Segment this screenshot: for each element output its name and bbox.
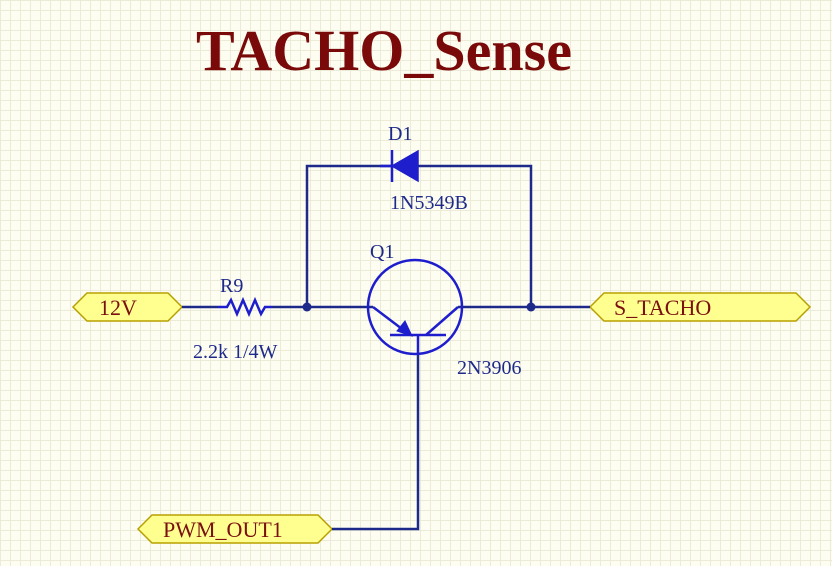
diode-d1-value: 1N5349B — [390, 192, 468, 214]
transistor-q1-ref: Q1 — [370, 241, 394, 263]
resistor-r9-value: 2.2k 1/4W — [193, 341, 278, 363]
resistor-r9-ref: R9 — [220, 275, 243, 297]
resistor-r9[interactable]: R9 2.2k 1/4W — [193, 275, 278, 363]
wires — [182, 164, 590, 531]
wire-to-pwm — [332, 354, 420, 531]
junction-dot-left — [302, 302, 312, 312]
transistor-q1-emitter-arrow — [396, 320, 413, 337]
resistor-r9-symbol — [218, 296, 272, 318]
junction-dot-right — [526, 302, 536, 312]
port-pwm-out1[interactable]: PWM_OUT1 — [136, 514, 334, 544]
port-12v-label: 12V — [99, 295, 137, 320]
diode-d1-anode-triangle — [390, 149, 419, 183]
transistor-q1-body — [366, 258, 464, 356]
port-s-tacho-label: S_TACHO — [614, 295, 711, 320]
diode-d1-ref: D1 — [388, 123, 412, 145]
wire-left-diode-loop — [305, 164, 392, 307]
port-12v[interactable]: 12V — [71, 292, 184, 322]
transistor-q1-collector — [425, 306, 459, 336]
port-s-tacho-shape — [588, 292, 812, 322]
schematic-title: TACHO_Sense — [196, 18, 572, 83]
wire-right-diode-loop — [418, 164, 533, 307]
transistor-q1-value: 2N3906 — [457, 357, 521, 379]
diode-d1[interactable]: D1 1N5349B — [380, 123, 468, 214]
port-s-tacho[interactable]: S_TACHO — [588, 292, 812, 322]
port-pwm-out1-label: PWM_OUT1 — [163, 517, 283, 542]
transistor-q1[interactable]: Q1 2N3906 — [366, 241, 521, 379]
